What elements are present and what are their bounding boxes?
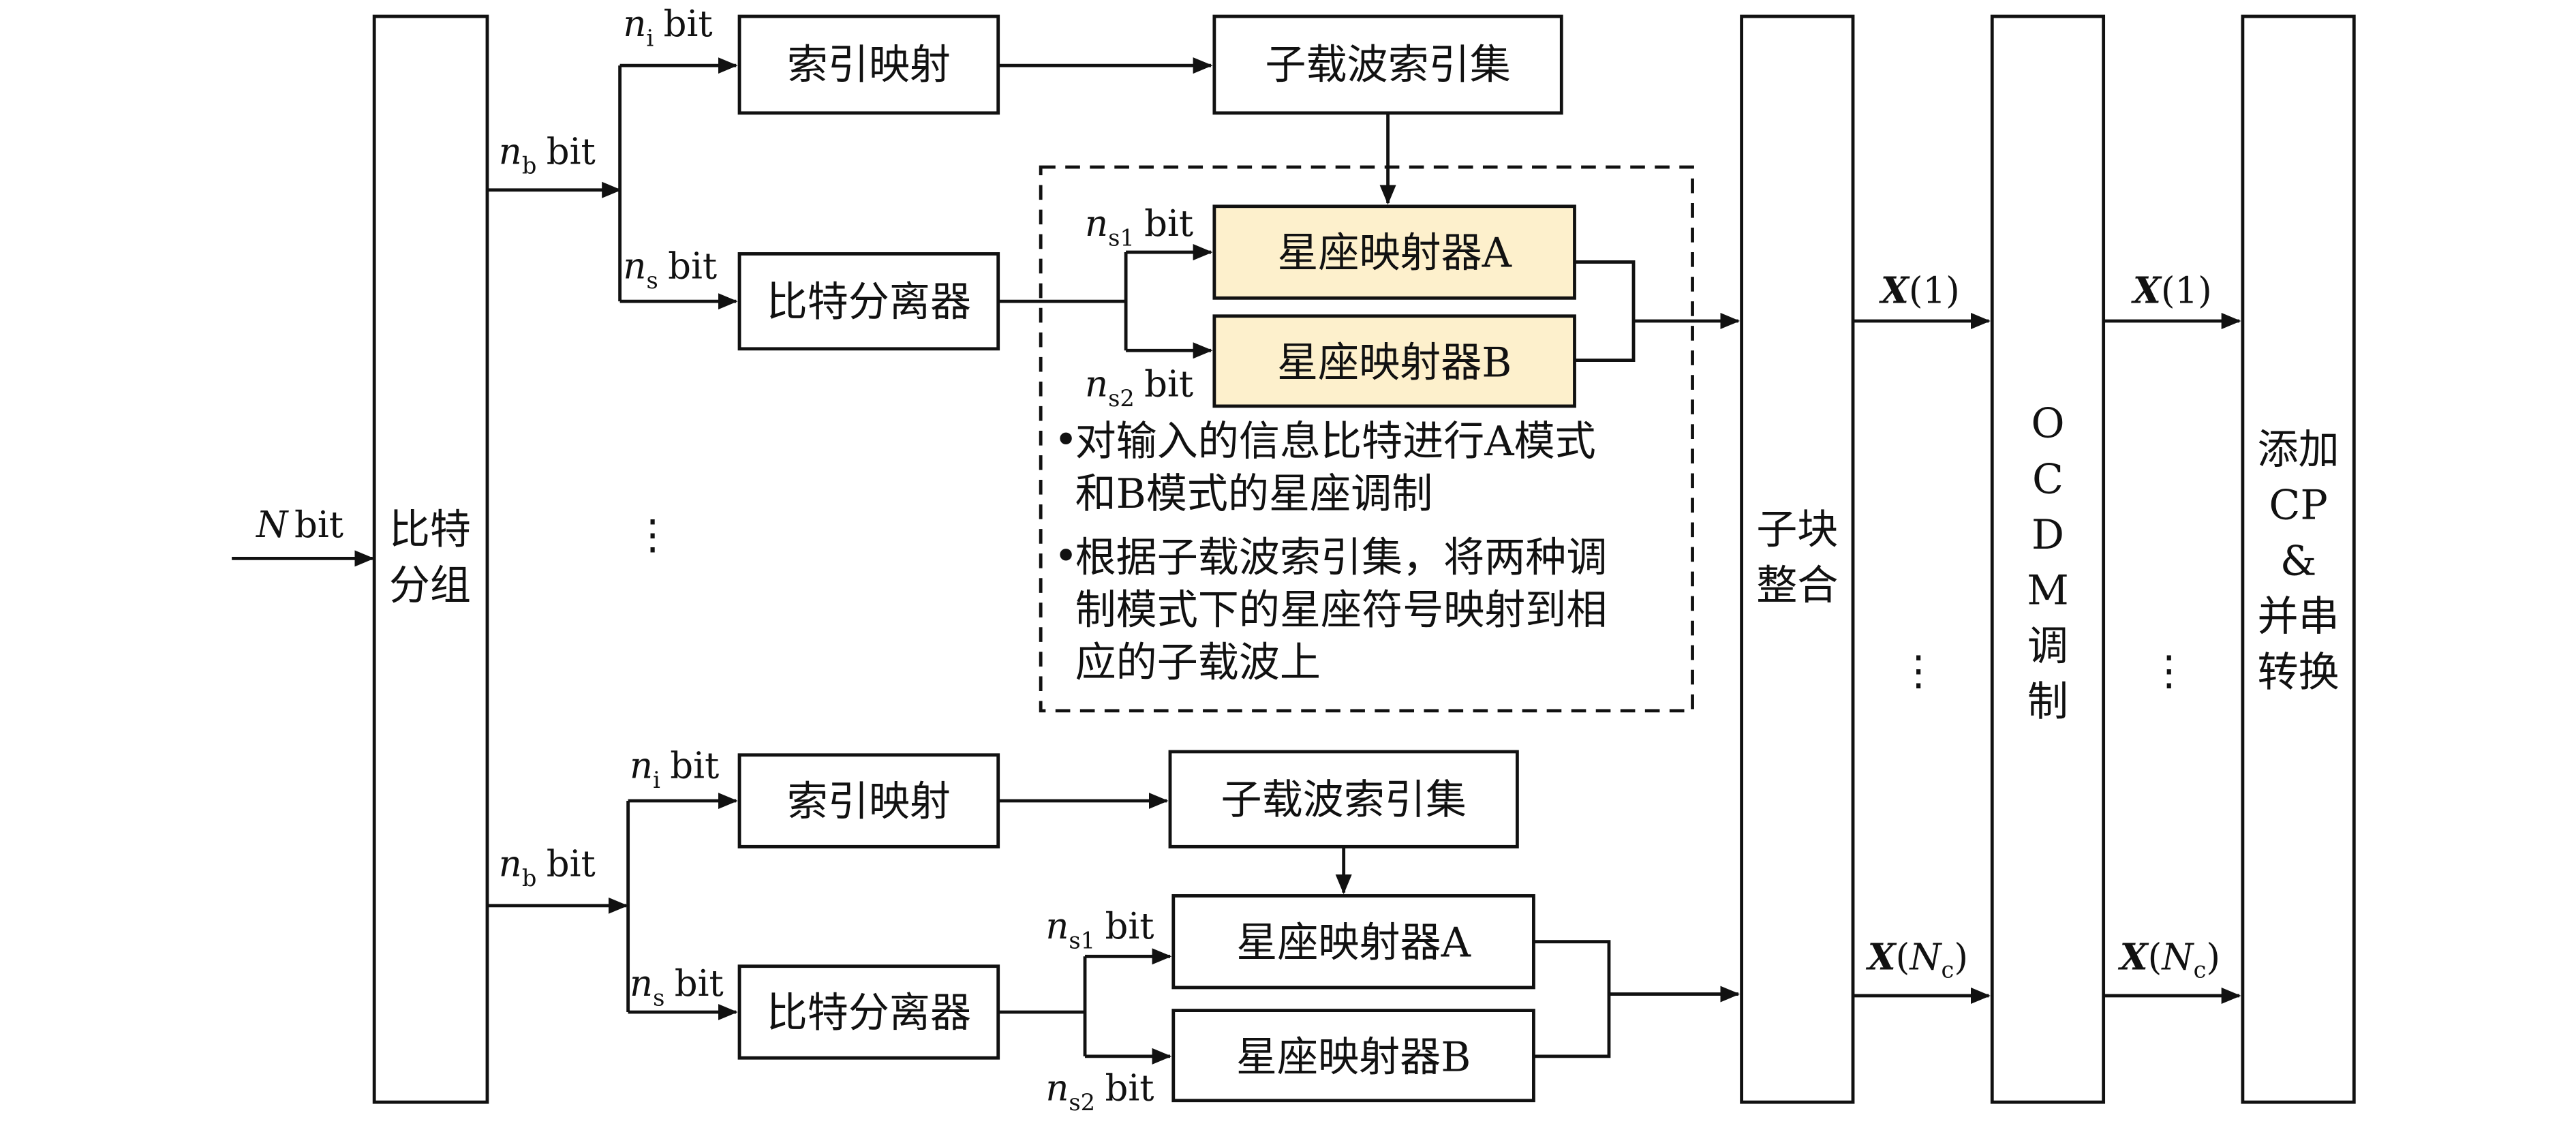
- ocdm-modulation-block: O C D M 调 制: [1990, 14, 2106, 1104]
- svg-text:•: •: [1054, 416, 1077, 464]
- bottom-mapper-b-block: 星座映射器B: [1171, 1009, 1535, 1103]
- note-2-line-1: 根据子载波索引集，将两种调: [1075, 534, 1608, 582]
- svg-text:制: 制: [2027, 678, 2068, 726]
- mapping-detail-region: [1039, 165, 1694, 713]
- add-cp-ps-conversion-block: 添加 CP & 并串 转换: [2241, 14, 2356, 1104]
- svg-text:星座映射器A: 星座映射器A: [1277, 230, 1512, 277]
- svg-text:O: O: [2031, 400, 2064, 448]
- ocdm-x1-label: X(1): [2131, 270, 2212, 312]
- svg-text:&: &: [2280, 537, 2316, 585]
- svg-text:子载波索引集: 子载波索引集: [1221, 776, 1467, 824]
- subblock-merge-block: 子块 整合: [1740, 14, 1855, 1104]
- bit-grouping-block: 比特 分组: [372, 14, 489, 1104]
- svg-text:分组: 分组: [389, 562, 471, 609]
- svg-text:调: 调: [2027, 622, 2068, 670]
- svg-text:比特分离器: 比特分离器: [767, 990, 971, 1037]
- bottom-bit-splitter-block: 比特分离器: [737, 964, 1000, 1060]
- svg-text:子载波索引集: 子载波索引集: [1265, 41, 1510, 89]
- svg-text:CP: CP: [2269, 482, 2327, 530]
- bottom-index-mapping-block: 索引映射: [737, 753, 1000, 849]
- svg-text:比特分离器: 比特分离器: [767, 279, 971, 326]
- mapping-notes: • 对输入的信息比特进行A模式 和B模式的星座调制 • 根据子载波索引集，将两种…: [1054, 416, 1607, 687]
- merge-ellipsis: ⋮: [1898, 647, 1939, 694]
- svg-text:星座映射器B: 星座映射器B: [1236, 1033, 1471, 1081]
- svg-text:•: •: [1054, 532, 1077, 580]
- svg-text:C: C: [2032, 455, 2064, 503]
- svg-text:并串: 并串: [2258, 593, 2340, 641]
- svg-text:D: D: [2031, 511, 2064, 559]
- top-subcarrier-index-set-block: 子载波索引集: [1212, 14, 1563, 115]
- note-2-line-3: 应的子载波上: [1075, 639, 1321, 686]
- svg-text:星座映射器A: 星座映射器A: [1236, 919, 1471, 966]
- bottom-subcarrier-index-set-block: 子载波索引集: [1168, 750, 1519, 849]
- top-bit-splitter-block: 比特分离器: [737, 252, 1000, 351]
- top-mapper-merge: [1574, 260, 1636, 363]
- svg-text:星座映射器B: 星座映射器B: [1277, 339, 1512, 387]
- top-mapper-b-block: 星座映射器B: [1212, 314, 1576, 408]
- svg-text:子块: 子块: [1756, 506, 1838, 554]
- ocdm-xnc-label: X(Nc): [2118, 936, 2220, 983]
- svg-text:添加: 添加: [2258, 426, 2340, 474]
- merge-xnc-label: X(Nc): [1866, 936, 1968, 983]
- note-2-line-2: 制模式下的星座符号映射到相: [1075, 587, 1608, 635]
- top-index-mapping-block: 索引映射: [737, 14, 1000, 115]
- ocdm-ellipsis: ⋮: [2149, 647, 2190, 694]
- svg-text:索引映射: 索引映射: [787, 41, 951, 89]
- top-mapper-a-block: 星座映射器A: [1212, 204, 1576, 300]
- svg-text:转换: 转换: [2258, 649, 2340, 697]
- svg-text:比特: 比特: [389, 506, 471, 554]
- bottom-mapper-merge: [1533, 940, 1611, 1058]
- bottom-mapper-a-block: 星座映射器A: [1171, 894, 1535, 990]
- note-1-line-2: 和B模式的星座调制: [1075, 470, 1433, 518]
- svg-text:M: M: [2027, 567, 2069, 615]
- note-1-line-1: 对输入的信息比特进行A模式: [1075, 418, 1596, 465]
- merge-x1-label: X(1): [1879, 270, 1960, 312]
- svg-text:整合: 整合: [1756, 562, 1838, 609]
- svg-text:索引映射: 索引映射: [787, 778, 951, 826]
- branch-ellipsis: ⋮: [632, 511, 673, 559]
